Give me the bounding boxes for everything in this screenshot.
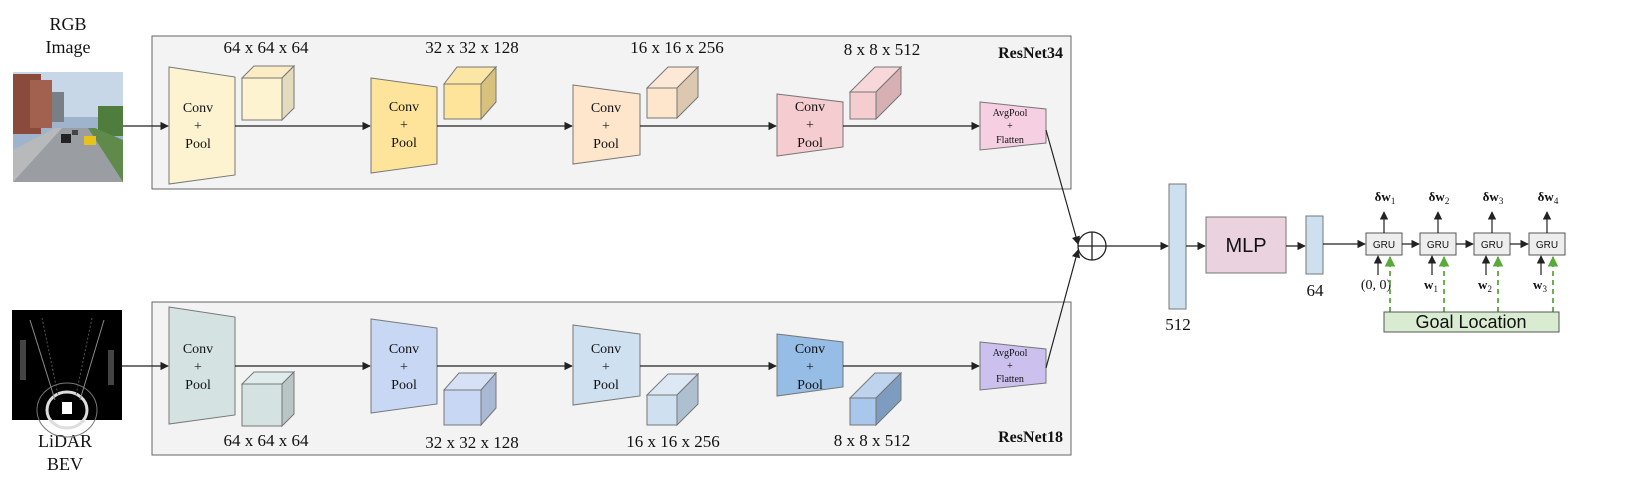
resnet18-conv-pool-3: [572, 324, 641, 406]
resnet18-feature-cube-1: [240, 370, 296, 428]
concat-operator-icon: [1077, 231, 1107, 261]
resnet18-conv-pool-2-line3: Pool: [391, 378, 417, 393]
output-delta-w1: δw1: [1375, 189, 1396, 206]
resnet34-conv-pool-1-line1: Conv: [183, 101, 213, 116]
resnet18-dim-1: 64 x 64 x 64: [224, 431, 310, 450]
gru-cell-1-label: GRU: [1373, 240, 1395, 251]
resnet18-branch: Conv + Pool 64 x 64 x 64 Conv + Pool 32 …: [122, 306, 1047, 452]
resnet34-conv-pool-4: [776, 93, 844, 157]
goal-location-label: Goal Location: [1415, 312, 1526, 332]
resnet34-conv-pool-2-line2: +: [400, 118, 408, 133]
rgb-input-label-line1: RGB: [49, 14, 86, 34]
lidar-input-label-line1: LiDAR: [38, 431, 92, 451]
resnet34-avgpool-line3: Flatten: [996, 135, 1024, 146]
lidar-input-label-line2: BEV: [47, 454, 83, 474]
rgb-image-thumbnail: [13, 72, 123, 182]
resnet18-conv-pool-2-line1: Conv: [389, 342, 419, 357]
latent-vector: [1305, 215, 1324, 275]
resnet18-conv-pool-4: [776, 333, 844, 397]
resnet34-feature-cube-4: [848, 65, 903, 121]
input-w3: w3: [1533, 277, 1547, 294]
resnet18-conv-pool-4-line3: Pool: [797, 378, 823, 393]
resnet34-feature-cube-2: [442, 65, 498, 121]
rgb-input-label-line2: Image: [46, 37, 91, 57]
goal-location-box: [1383, 311, 1560, 333]
resnet34-conv-pool-2-line3: Pool: [391, 136, 417, 151]
gru-cell-4-label: GRU: [1536, 240, 1558, 251]
resnet34-branch: Conv + Pool 64 x 64 x 64 Conv + Pool 32 …: [123, 38, 1047, 185]
resnet34-dim-2: 32 x 32 x 128: [425, 38, 519, 57]
resnet18-conv-pool-2: [370, 318, 438, 414]
resnet18-avgpool-line3: Flatten: [996, 374, 1024, 385]
fused-feature-vector: [1168, 183, 1187, 310]
output-delta-w4: δw4: [1538, 189, 1559, 206]
resnet18-conv-pool-4-line1: Conv: [795, 342, 825, 357]
resnet34-conv-pool-1: [168, 66, 236, 185]
resnet18-to-concat-arrow: [1045, 249, 1081, 369]
gru-cell-2-label: GRU: [1427, 240, 1449, 251]
resnet34-conv-pool-3-line3: Pool: [593, 137, 619, 152]
resnet34-avgpool-line1: AvgPool: [993, 108, 1028, 119]
resnet18-avgpool-line1: AvgPool: [993, 348, 1028, 359]
resnet34-conv-pool-3-line1: Conv: [591, 101, 621, 116]
resnet34-feature-cube-3: [645, 65, 700, 120]
resnet34-conv-pool-1-line3: Pool: [185, 137, 211, 152]
resnet34-conv-pool-2-line1: Conv: [389, 100, 419, 115]
resnet18-dim-3: 16 x 16 x 256: [626, 432, 720, 451]
resnet18-feature-cube-3: [645, 372, 700, 427]
resnet34-dim-1: 64 x 64 x 64: [224, 38, 310, 57]
input-w1: w1: [1424, 277, 1438, 294]
resnet18-conv-pool-2-line2: +: [400, 360, 408, 375]
resnet34-conv-pool-1-line2: +: [194, 119, 202, 134]
resnet18-feature-cube-2: [442, 371, 498, 427]
resnet34-feature-cube-1: [240, 64, 296, 122]
resnet34-conv-pool-4-line2: +: [806, 118, 814, 133]
gru-cell-3-label: GRU: [1481, 240, 1503, 251]
resnet34-dim-4: 8 x 8 x 512: [844, 40, 921, 59]
resnet34-label: ResNet34: [998, 45, 1063, 62]
resnet34-conv-pool-3: [572, 84, 641, 165]
resnet34-conv-pool-4-line1: Conv: [795, 100, 825, 115]
resnet18-dim-4: 8 x 8 x 512: [834, 431, 911, 450]
resnet34-to-concat-arrow: [1045, 129, 1081, 245]
resnet18-avgpool-line2: +: [1007, 361, 1013, 372]
resnet18-conv-pool-3-line2: +: [602, 360, 610, 375]
resnet34-avgpool-line2: +: [1007, 121, 1013, 132]
resnet34-dim-3: 16 x 16 x 256: [630, 38, 724, 57]
resnet34-conv-pool-3-line2: +: [602, 119, 610, 134]
gru-decoder: GRU GRU GRU GRU δw1 δw2 δw3 δw4 (0, 0) w…: [1361, 189, 1566, 333]
resnet18-feature-cube-4: [848, 371, 903, 427]
resnet18-avgpool-flatten: [979, 341, 1047, 391]
output-delta-w2: δw2: [1429, 189, 1450, 206]
fused-feature-dim: 512: [1165, 315, 1191, 334]
resnet18-conv-pool-3-line3: Pool: [593, 378, 619, 393]
latent-dim: 64: [1307, 281, 1325, 300]
mlp-block: [1205, 216, 1287, 274]
resnet34-avgpool-flatten: [979, 101, 1047, 151]
resnet34-conv-pool-4-line3: Pool: [797, 136, 823, 151]
resnet34-conv-pool-2: [370, 77, 438, 174]
resnet18-conv-pool-1-line3: Pool: [185, 378, 211, 393]
lidar-bev-thumbnail: [12, 310, 122, 438]
resnet18-conv-pool-1-line1: Conv: [183, 342, 213, 357]
resnet18-conv-pool-3-line1: Conv: [591, 342, 621, 357]
mlp-label: MLP: [1225, 235, 1266, 257]
resnet18-conv-pool-1-line2: +: [194, 360, 202, 375]
resnet18-conv-pool-4-line2: +: [806, 360, 814, 375]
output-delta-w3: δw3: [1483, 189, 1504, 206]
resnet18-label: ResNet18: [998, 429, 1063, 446]
input-w2: w2: [1478, 277, 1492, 294]
resnet18-conv-pool-1: [168, 306, 236, 425]
initial-waypoint-label: (0, 0): [1361, 278, 1392, 293]
resnet18-dim-2: 32 x 32 x 128: [425, 433, 519, 452]
